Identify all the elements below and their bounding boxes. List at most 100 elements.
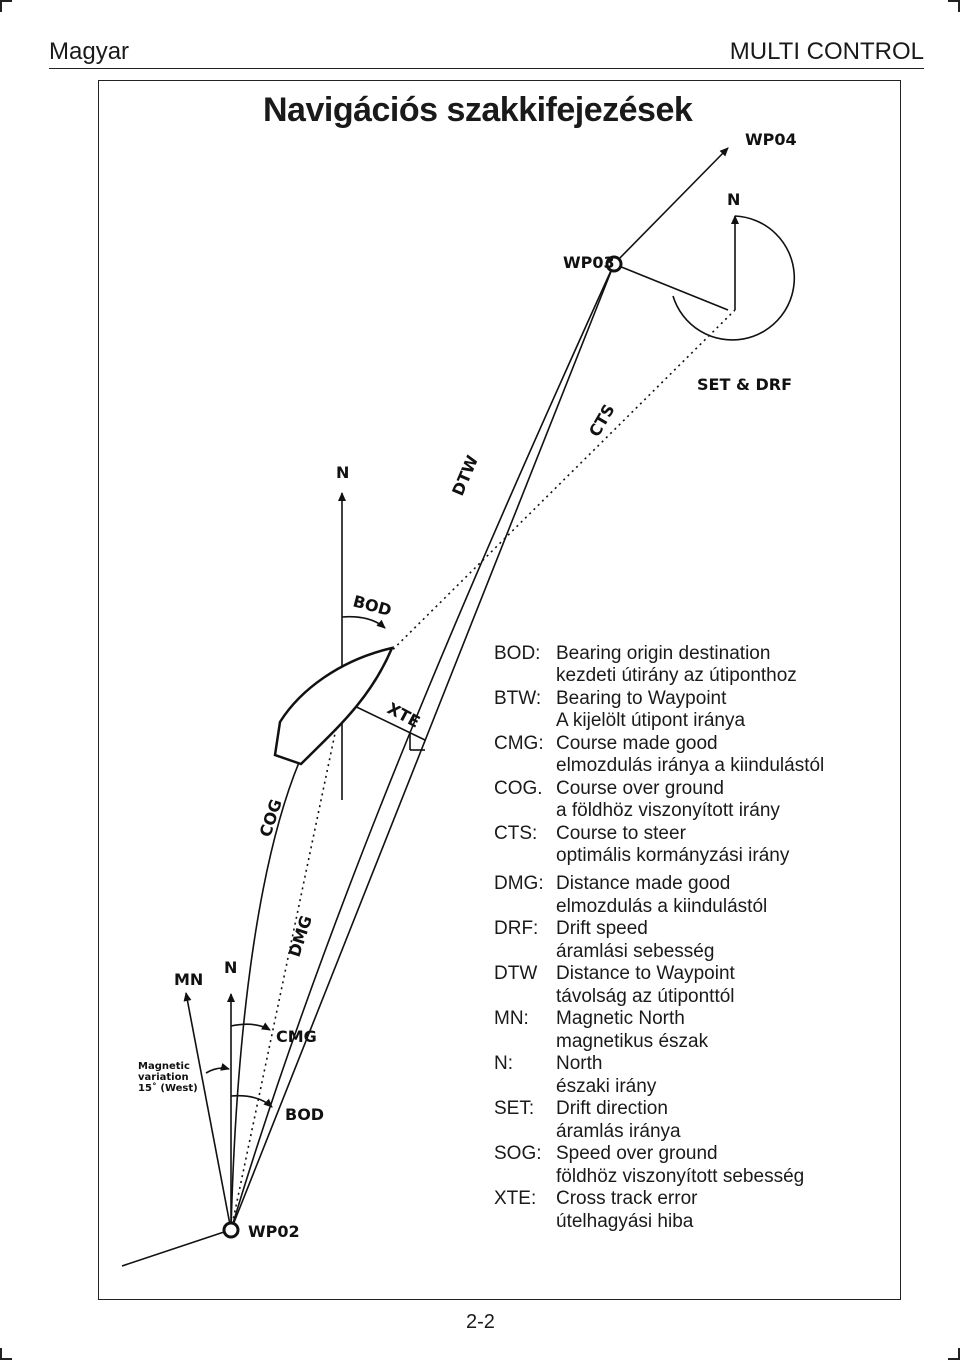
glossary-entry-n: N: North északi irány [494, 1053, 824, 1097]
glossary-entry-sog: SOG: Speed over ground földhöz viszonyít… [494, 1143, 824, 1187]
set-drift-arc [672, 215, 796, 341]
glossary-desc: földhöz viszonyított sebesség [556, 1165, 805, 1187]
label-wp04: WP04 [745, 130, 797, 149]
glossary-abbr: CMG: [494, 733, 544, 754]
glossary-abbr: N: [494, 1053, 513, 1075]
current-vector-line [613, 263, 729, 311]
glossary-desc: áramlási sebesség [556, 940, 715, 962]
label-bod-top: BOD [351, 592, 394, 620]
dmg-dotted-line [230, 699, 343, 1231]
crop-mark [0, 0, 12, 2]
glossary-term: North [556, 1053, 603, 1075]
header-language: Magyar [49, 38, 130, 65]
glossary-desc: elmozdulás iránya a kiindulástól [556, 755, 825, 777]
glossary-desc: északi irány [556, 1075, 657, 1097]
glossary-entry-cog: COG. Course over ground a földhöz viszon… [494, 778, 824, 822]
label-cmg: CMG [276, 1027, 317, 1046]
glossary-term: Course to steer [556, 823, 686, 844]
wp02-marker [222, 1221, 240, 1239]
glossary-entry-btw: BTW: Bearing to Waypoint A kijelölt útip… [494, 688, 824, 732]
route-wp03-wp04 [613, 147, 729, 265]
glossary-abbr: DRF: [494, 918, 539, 940]
glossary-desc: útelhagyási hiba [556, 1210, 694, 1232]
bod-arc-top [341, 615, 386, 629]
glossary-entry-mn: MN: Magnetic North magnetikus észak [494, 1008, 824, 1052]
glossary-term: Speed over ground [556, 1143, 718, 1165]
label-wp03: WP03 [563, 253, 615, 272]
glossary-abbr: BOD: [494, 643, 541, 664]
wp03-marker [605, 255, 623, 273]
glossary-abbr: CTS: [494, 823, 538, 844]
glossary-desc: kezdeti útirány az útiponthoz [556, 665, 797, 687]
crop-mark [958, 1348, 960, 1360]
cog-curve [230, 759, 301, 1231]
glossary-desc: távolság az útiponttól [556, 985, 735, 1007]
glossary-desc: magnetikus észak [556, 1030, 709, 1052]
glossary-term: Distance to Waypoint [556, 963, 735, 985]
label-dmg: DMG [285, 913, 316, 959]
label-dtw: DTW [448, 452, 482, 498]
cmg-arc [230, 1022, 271, 1031]
glossary-entry-dtw: DTW Distance to Waypoint távolság az úti… [494, 963, 824, 1007]
crop-mark [0, 1348, 2, 1360]
glossary-term: Course made good [556, 733, 718, 754]
glossary-entry-cmg: CMG: Course made good elmozdulás iránya … [494, 733, 824, 777]
glossary-term: Magnetic North [556, 1008, 685, 1030]
magvar-arc [205, 1063, 230, 1074]
label-n-boat: N [336, 463, 349, 482]
boat-shape [273, 646, 395, 766]
glossary-desc: optimális kormányzási irány [556, 845, 790, 867]
glossary-abbr: SET: [494, 1098, 535, 1120]
label-xte: XTE [384, 699, 423, 732]
header-rule [49, 68, 924, 69]
glossary-abbr: SOG: [494, 1143, 542, 1165]
glossary-desc: a földhöz viszonyított irány [556, 800, 780, 822]
label-magvar-1: Magnetic [138, 1061, 190, 1072]
page-number: 2-2 [466, 1311, 495, 1333]
label-set-drf: SET & DRF [697, 375, 792, 394]
bod-course-line [230, 263, 615, 1231]
glossary-term: Drift direction [556, 1098, 668, 1120]
glossary-term: Cross track error [556, 1188, 698, 1210]
label-cog: COG [256, 797, 286, 839]
cts-dotted-line [341, 309, 736, 701]
label-n-wp02: N [224, 958, 237, 977]
glossary-abbr: DTW [494, 963, 538, 985]
glossary-term: Course over ground [556, 778, 724, 799]
bod-arc-bottom [230, 1094, 273, 1108]
glossary-entry-drf: DRF: Drift speed áramlási sebesség [494, 918, 824, 962]
glossary-abbr: MN: [494, 1008, 529, 1030]
glossary-entry-cts: CTS: Course to steer optimális kormányzá… [494, 823, 824, 867]
content-frame [98, 80, 901, 1300]
glossary-abbr: DMG: [494, 873, 544, 895]
glossary-entry-bod: BOD: Bearing origin destination kezdeti … [494, 643, 824, 687]
label-bod-bottom: BOD [285, 1105, 324, 1124]
glossary-term: Bearing to Waypoint [556, 688, 727, 709]
crop-mark [0, 0, 2, 12]
glossary-abbr: XTE: [494, 1188, 537, 1210]
label-mn: MN [174, 970, 203, 989]
glossary-desc: elmozdulás a kiindulástól [556, 895, 768, 917]
label-wp02: WP02 [248, 1222, 300, 1241]
page-title: Navigációs szakkifejezések [263, 91, 693, 129]
label-n-set: N [727, 190, 740, 209]
glossary-abbr: BTW: [494, 688, 542, 709]
label-magvar-3: 15˚ (West) [138, 1082, 198, 1094]
glossary-list: BOD: Bearing origin destination kezdeti … [494, 643, 824, 1233]
glossary-desc: A kijelölt útipont iránya [556, 710, 746, 732]
glossary-entry-xte: XTE: Cross track error útelhagyási hiba [494, 1188, 824, 1232]
glossary-desc: áramlás iránya [556, 1120, 681, 1142]
crop-mark [958, 0, 960, 12]
glossary-term: Bearing origin destination [556, 643, 771, 664]
glossary-term: Distance made good [556, 873, 731, 895]
glossary-entry-set: SET: Drift direction áramlás iránya [494, 1098, 824, 1142]
magnetic-north-line [183, 992, 232, 1231]
glossary-term: Drift speed [556, 918, 648, 940]
crop-mark [948, 0, 960, 2]
glossary-abbr: COG. [494, 778, 543, 799]
header-product: MULTI CONTROL [729, 38, 924, 65]
label-cts: CTS [585, 401, 619, 440]
crop-mark [948, 1358, 960, 1360]
label-magvar-2: variation [138, 1072, 189, 1083]
